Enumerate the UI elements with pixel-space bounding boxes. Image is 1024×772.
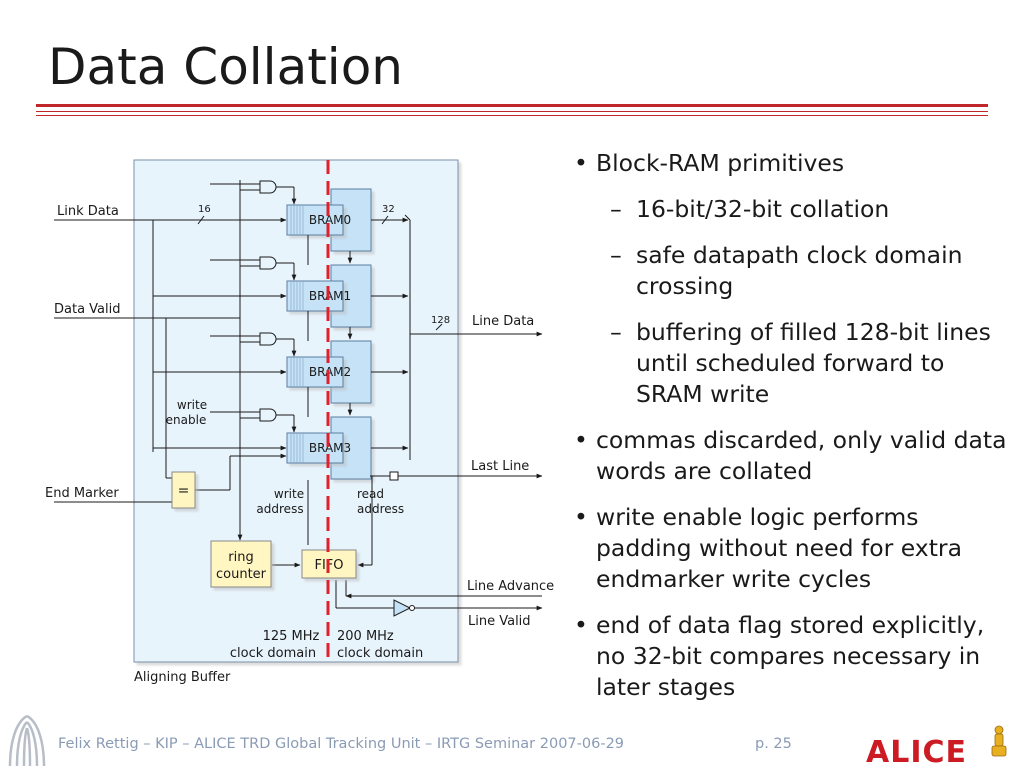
ring-counter-box <box>210 540 272 588</box>
clock-right-label-1: 200 MHz <box>337 629 394 644</box>
link-data-label: Link Data <box>57 204 119 219</box>
bullet-marker: • <box>574 503 588 531</box>
ring-counter-label-1: ring <box>228 550 253 565</box>
write-enable-and-gate <box>259 408 277 422</box>
bram-label: BRAM1 <box>309 289 351 303</box>
bullet-text: buffering of filled 128-bit lines until … <box>636 318 991 408</box>
bullet-item: • Block-RAM primitives <box>570 148 1010 179</box>
write-enable-label-2: enable <box>166 413 207 427</box>
read-address-label-1: read <box>357 487 384 501</box>
clock-left-label-1: 125 MHz <box>263 629 320 644</box>
title-rule-thick <box>36 104 988 107</box>
caption-label: Aligning Buffer <box>134 670 231 685</box>
clock-right-label-2: clock domain <box>337 646 423 661</box>
line-data-label: Line Data <box>472 314 534 329</box>
read-address-label-2: address <box>357 502 404 516</box>
bullet-text: 16-bit/32-bit collation <box>636 195 890 223</box>
bullet-item: • write enable logic performs padding wit… <box>570 502 1010 595</box>
bullet-text: commas discarded, only valid data words … <box>596 426 1007 485</box>
compare-box <box>171 471 196 509</box>
bullet-text: safe datapath clock domain crossing <box>636 241 963 300</box>
bullet-list: •Block-RAM primitives–16-bit/32-bit coll… <box>570 148 1010 718</box>
bullet-marker: – <box>610 241 622 269</box>
buffer-panel <box>133 159 459 663</box>
page-number: p. 25 <box>755 736 792 752</box>
write-enable-label-1: write <box>177 398 207 412</box>
write-enable-and-gate <box>259 180 277 194</box>
bullet-marker: • <box>574 611 588 639</box>
bullet-marker: • <box>574 149 588 177</box>
kip-logo-icon <box>2 712 52 772</box>
bullet-text: write enable logic performs padding with… <box>596 503 962 593</box>
bram-front-block <box>286 280 344 312</box>
bus-width-32: 32 <box>382 204 395 215</box>
bram-label: BRAM2 <box>309 365 351 379</box>
alice-logo-icon: ALICE <box>866 722 1016 770</box>
line-valid-inverter <box>393 599 412 617</box>
line-advance-label: Line Advance <box>467 579 554 594</box>
bram-label: BRAM0 <box>309 213 351 227</box>
bram-front-block <box>286 356 344 388</box>
bullet-marker: – <box>610 318 622 346</box>
bullet-marker: – <box>610 195 622 223</box>
bullet-item: • end of data flag stored explicitly, no … <box>570 610 1010 703</box>
bullet-item: –16-bit/32-bit collation <box>570 194 1010 225</box>
bram-label: BRAM3 <box>309 441 351 455</box>
alice-logo-text: ALICE <box>866 735 967 766</box>
compare-label: = <box>178 483 190 499</box>
bus-width-16: 16 <box>198 204 211 215</box>
clock-left-label-2: clock domain <box>230 646 316 661</box>
write-enable-and-gate <box>259 332 277 346</box>
ring-counter-label-2: counter <box>216 567 267 582</box>
last-line-label: Last Line <box>471 459 529 474</box>
bullet-item: –safe datapath clock domain crossing <box>570 240 1010 302</box>
slide-title: Data Collation <box>48 38 403 96</box>
bram-front-block <box>286 432 344 464</box>
data-valid-label: Data Valid <box>54 302 121 317</box>
title-rule-thin <box>36 111 988 112</box>
write-address-label-1: write <box>274 487 304 501</box>
line-valid-label: Line Valid <box>468 614 531 629</box>
bus-width-128: 128 <box>431 315 450 326</box>
write-enable-and-gate <box>259 256 277 270</box>
bullet-marker: • <box>574 426 588 454</box>
end-marker-label: End Marker <box>45 486 119 501</box>
title-rule-thin-2 <box>36 115 988 116</box>
bullet-text: end of data flag stored explicitly, no 3… <box>596 611 985 701</box>
write-address-label-2: address <box>256 502 303 516</box>
bullet-item: –buffering of filled 128-bit lines until… <box>570 317 1010 410</box>
bullet-item: • commas discarded, only valid data words… <box>570 425 1010 487</box>
footer-text: Felix Rettig – KIP – ALICE TRD Global Tr… <box>58 736 625 752</box>
bram-front-block <box>286 204 344 236</box>
bullet-text: Block-RAM primitives <box>596 149 845 177</box>
